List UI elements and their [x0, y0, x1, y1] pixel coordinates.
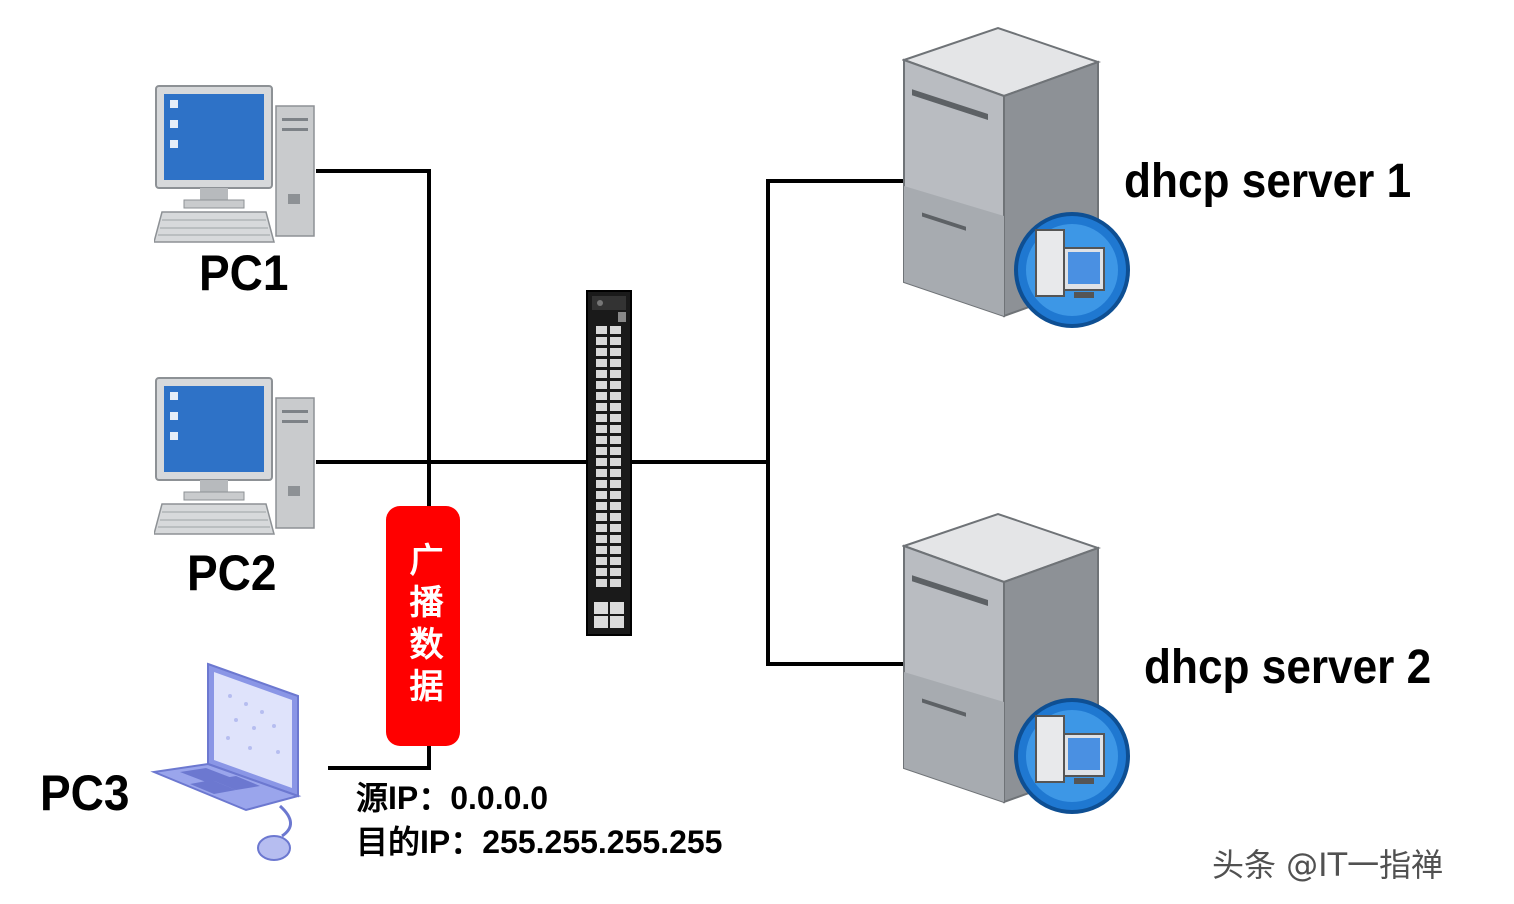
switch-port — [610, 513, 621, 521]
server-icon — [902, 512, 1130, 814]
switch-port — [610, 447, 621, 455]
switch-port — [596, 579, 607, 587]
switch-port — [596, 469, 607, 477]
switch-port — [596, 513, 607, 521]
switch-port — [610, 491, 621, 499]
switch-port — [610, 403, 621, 411]
desktop-computer-icon — [154, 377, 315, 535]
switch-port — [596, 568, 607, 576]
switch-port — [596, 546, 607, 554]
destination-ip-label: 目的IP：255.255.255.255 — [356, 824, 723, 860]
switch-port — [596, 370, 607, 378]
server-icon — [902, 26, 1130, 328]
switch-port — [610, 425, 621, 433]
switch-port — [596, 480, 607, 488]
broadcast-data-label: 广播数据 — [403, 542, 443, 710]
switch-port — [610, 359, 621, 367]
switch-port — [610, 370, 621, 378]
switch-port — [610, 469, 621, 477]
switch-port — [596, 436, 607, 444]
switch-port — [596, 557, 607, 565]
switch-port — [610, 502, 621, 510]
desktop-computer-icon — [154, 85, 315, 243]
switch-port — [610, 480, 621, 488]
switch-port — [610, 436, 621, 444]
switch-port — [610, 381, 621, 389]
laptop-icon — [150, 662, 302, 861]
watermark-text: 头条 @IT一指禅 — [1212, 846, 1444, 884]
switch-port — [610, 535, 621, 543]
source-ip-label: 源IP：0.0.0.0 — [356, 780, 549, 816]
switch-port — [596, 403, 607, 411]
pc1-label: PC1 — [199, 245, 289, 301]
switch-port — [596, 535, 607, 543]
pc2-label: PC2 — [187, 545, 277, 601]
switch-port — [596, 414, 607, 422]
switch-port — [610, 546, 621, 554]
switch-port — [610, 557, 621, 565]
switch-port — [596, 524, 607, 532]
server2-label: dhcp server 2 — [1144, 641, 1432, 694]
switch-port — [610, 414, 621, 422]
switch-port — [610, 348, 621, 356]
switch-port — [610, 337, 621, 345]
switch-port — [596, 392, 607, 400]
pc3-link — [328, 744, 431, 770]
switch-port — [596, 425, 607, 433]
switch-port — [596, 326, 607, 334]
switch-port — [596, 491, 607, 499]
switch-port — [610, 579, 621, 587]
switch-port — [610, 392, 621, 400]
switch-port — [610, 458, 621, 466]
switch-port — [596, 458, 607, 466]
switch-port — [610, 326, 621, 334]
switch-port — [596, 359, 607, 367]
broadcast-data-box: 广播数据 — [386, 506, 460, 746]
switch-port — [596, 381, 607, 389]
switch-port — [596, 447, 607, 455]
pc3-label: PC3 — [40, 765, 130, 821]
switch-port — [610, 568, 621, 576]
switch-port — [596, 348, 607, 356]
switch-port — [596, 502, 607, 510]
network-switch-icon — [586, 290, 632, 636]
pc1-link — [316, 169, 431, 508]
switch-port — [596, 337, 607, 345]
switch-port — [610, 524, 621, 532]
server1-label: dhcp server 1 — [1124, 155, 1412, 208]
